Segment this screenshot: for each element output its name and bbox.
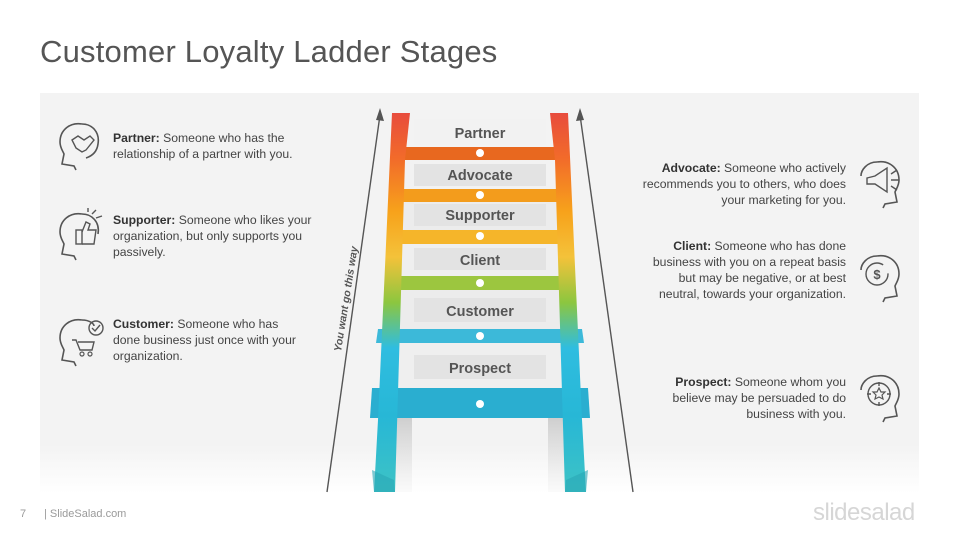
handshake-head-icon bbox=[59, 122, 100, 171]
prospect-description: Prospect: Someone whom you believe may b… bbox=[640, 374, 846, 422]
advocate-text: Someone who actively recommends you to o… bbox=[642, 161, 846, 207]
megaphone-head-icon bbox=[860, 160, 900, 209]
prospect-term: Prospect: bbox=[675, 375, 732, 389]
stage-label-partner: Partner bbox=[455, 126, 506, 142]
client-description: Client: Someone who has done business wi… bbox=[640, 238, 846, 302]
partner-text: Someone who has the relationship of a pa… bbox=[113, 131, 293, 161]
customer-term: Customer: bbox=[113, 317, 174, 331]
customer-description: Customer: Someone who has done business … bbox=[113, 316, 303, 364]
thumbs-up-head-icon bbox=[59, 208, 103, 261]
footer-site: | SlideSalad.com bbox=[44, 508, 127, 520]
ladder-rails bbox=[372, 113, 588, 492]
svg-text:$: $ bbox=[873, 267, 881, 282]
stage-label-prospect: Prospect bbox=[449, 361, 511, 377]
dollar-cycle-head-icon: $ bbox=[860, 254, 900, 303]
stage-label-advocate: Advocate bbox=[447, 168, 512, 184]
left-arrow bbox=[326, 108, 384, 493]
page-title: Customer Loyalty Ladder Stages bbox=[40, 34, 498, 69]
stage-label-supporter: Supporter bbox=[445, 208, 515, 224]
stage-label-customer: Customer bbox=[446, 304, 514, 320]
right-arrow bbox=[576, 108, 634, 493]
advocate-description: Advocate: Someone who actively recommend… bbox=[640, 160, 846, 208]
prospect-text: Someone whom you believe may be persuade… bbox=[672, 375, 846, 421]
side-label: You want go this way bbox=[332, 244, 361, 352]
ladder-shadows bbox=[392, 410, 568, 492]
cart-check-head-icon bbox=[59, 318, 104, 367]
advocate-term: Advocate: bbox=[661, 161, 721, 175]
rung-dots bbox=[476, 149, 484, 408]
partner-term: Partner: bbox=[113, 131, 160, 145]
customer-text: Someone who has done business just once … bbox=[113, 317, 296, 363]
supporter-term: Supporter: bbox=[113, 213, 176, 227]
page-number: 7 bbox=[20, 508, 27, 520]
client-term: Client: bbox=[673, 239, 712, 253]
supporter-description: Supporter: Someone who likes your organi… bbox=[113, 212, 313, 260]
client-text: Someone who has done business with you o… bbox=[652, 239, 846, 301]
brand-logo: slidesalad bbox=[813, 499, 915, 526]
stage-plates bbox=[414, 119, 546, 379]
stage-label-client: Client bbox=[460, 253, 500, 269]
target-star-head-icon bbox=[860, 374, 900, 423]
supporter-text: Someone who likes your organization, but… bbox=[113, 213, 312, 259]
partner-description: Partner: Someone who has the relationshi… bbox=[113, 130, 328, 162]
